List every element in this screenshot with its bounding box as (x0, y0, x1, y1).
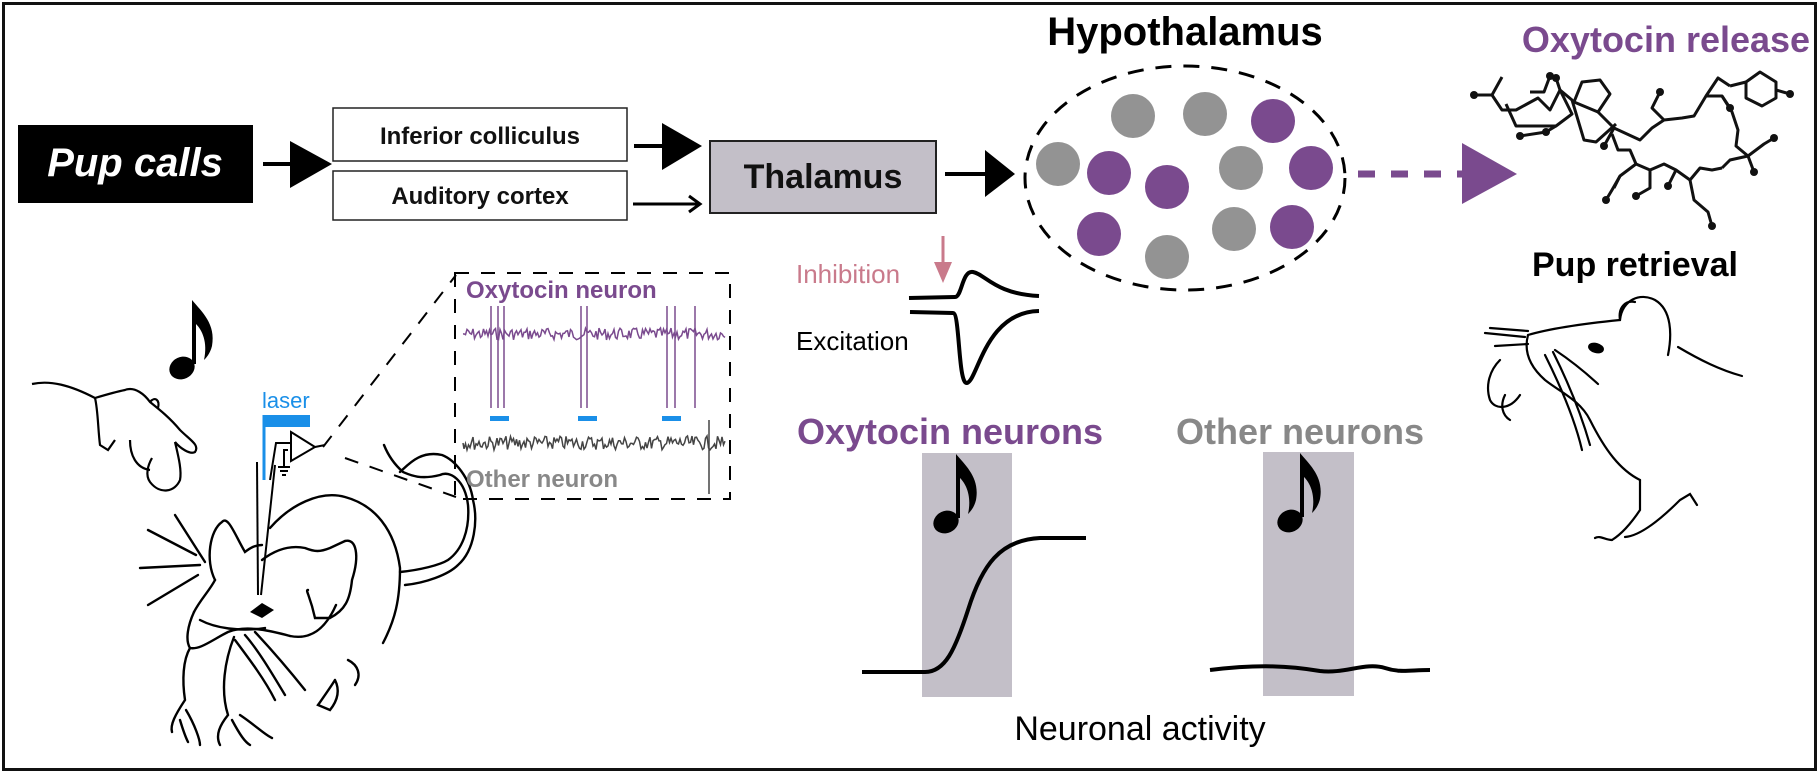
hypothalamus-outline (1023, 64, 1347, 292)
pup-calls-label: Pup calls (47, 141, 223, 185)
mouse-retrieving-pup-icon (1483, 295, 1744, 542)
laser-label: laser (262, 388, 310, 413)
oxytocin-cell (1270, 205, 1314, 249)
arrow-ic-to-thalamus (634, 123, 702, 170)
oxytocin-cell (1077, 212, 1121, 256)
laser-bar (263, 415, 310, 427)
arrow-ac-to-thalamus (633, 194, 703, 214)
oxytocin-cell (1289, 146, 1333, 190)
oxytocin-neurons-title: Oxytocin neurons (797, 411, 1103, 452)
oxytocin-molecule-icon (1474, 70, 1791, 227)
laser-pulse (490, 416, 509, 421)
oxytocin-activity-curve (862, 536, 1086, 674)
mouse-eye (250, 603, 274, 618)
recording-mouse-icon (138, 443, 477, 747)
inhibition-label: Inhibition (796, 259, 900, 289)
other-cell (1111, 94, 1155, 138)
other-activity-curve (1209, 664, 1431, 674)
other-cell (1036, 142, 1080, 186)
other-trace (462, 433, 726, 453)
other-neurons-title: Other neurons (1176, 411, 1424, 452)
inferior-colliculus-box: Inferior colliculus (332, 107, 628, 162)
pup-retrieval-title: Pup retrieval (1532, 246, 1738, 284)
oxytocin-release-arrow (1358, 143, 1517, 204)
electrode-pipette (256, 461, 276, 596)
arrow-thalamus-to-hypothalamus (945, 150, 1015, 197)
music-note-icon (165, 300, 213, 384)
excitation-label: Excitation (796, 326, 909, 356)
arrow-pup-to-relays (263, 141, 332, 188)
oxytocin-cell (1251, 99, 1295, 143)
auditory-cortex-label: Auditory cortex (391, 183, 569, 210)
stimulus-band-oxytocin (922, 453, 1012, 697)
inhibition-trace (908, 270, 1040, 300)
pup-calls-box: Pup calls (18, 125, 253, 203)
hypothalamus-title: Hypothalamus (1047, 10, 1323, 54)
thalamus-box: Thalamus (709, 140, 937, 214)
recording-inset-box (454, 272, 731, 500)
other-cell (1145, 235, 1189, 279)
excitation-trace (909, 309, 1040, 386)
oxytocin-trace (462, 325, 726, 343)
neuronal-activity-label: Neuronal activity (1014, 710, 1265, 748)
amplifier-icon (269, 430, 326, 481)
oxytocin-cell (1145, 165, 1189, 209)
laser-pulse (662, 416, 681, 421)
stimulus-band-other (1263, 452, 1354, 696)
auditory-cortex-box: Auditory cortex (332, 170, 628, 221)
hypothalamus-cells (1036, 92, 1333, 279)
recording-traces (462, 306, 726, 494)
other-cell (1219, 146, 1263, 190)
oxytocin-neuron-trace-label: Oxytocin neuron (466, 277, 657, 304)
oxytocin-release-title: Oxytocin release (1522, 19, 1810, 60)
pup-icon (31, 381, 198, 492)
oxytocin-cell (1087, 151, 1131, 195)
zoom-dashed-lines (322, 274, 457, 498)
other-cell (1183, 92, 1227, 136)
other-neuron-trace-label: Other neuron (466, 466, 618, 493)
laser-pulse (578, 416, 597, 421)
inhibition-arrow-icon (934, 236, 952, 283)
inferior-colliculus-label: Inferior colliculus (380, 123, 580, 150)
other-cell (1212, 207, 1256, 251)
molecule-atoms (1470, 72, 1794, 230)
thalamus-label: Thalamus (744, 158, 903, 196)
